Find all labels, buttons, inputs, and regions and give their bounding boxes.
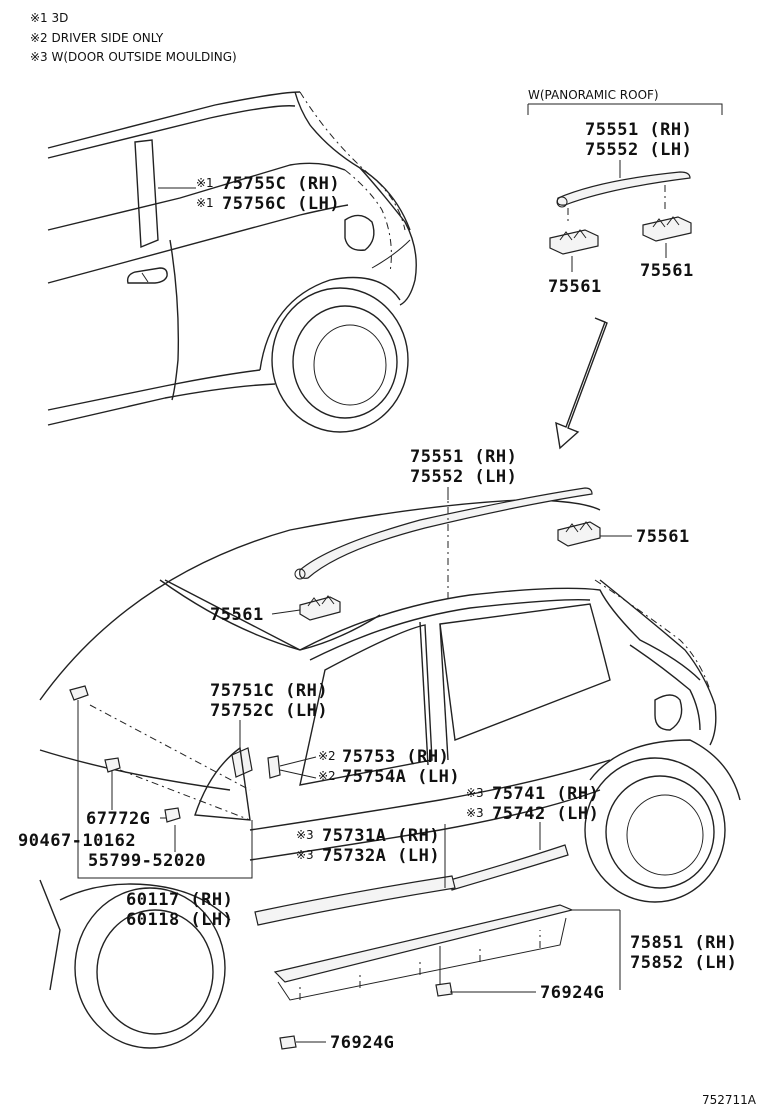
inset-part-75551: 75551 (RH) <box>585 120 692 140</box>
main-labels: 75551 (RH) 75552 (LH) 75561 75561 75751C… <box>18 447 737 1053</box>
part-60117: 60117 (RH) <box>126 890 233 910</box>
note-1: ※1 3D <box>30 11 68 25</box>
notes-block: ※1 3D ※2 DRIVER SIDE ONLY ※3 W(DOOR OUTS… <box>30 11 237 64</box>
part-75852: 75852 (LH) <box>630 953 737 973</box>
pillar-mark-lh: ※1 <box>196 196 214 210</box>
rear-door-mark-lh: ※3 <box>466 806 484 820</box>
note-3: ※3 W(DOOR OUTSIDE MOULDING) <box>30 50 237 64</box>
part-75751C: 75751C (RH) <box>210 681 328 701</box>
part-60118: 60118 (LH) <box>126 910 233 930</box>
part-55799-52020: 55799-52020 <box>88 851 206 871</box>
part-75851: 75851 (RH) <box>630 933 737 953</box>
front-door-mark-lh: ※3 <box>296 848 314 862</box>
panoramic-roof-label: W(PANORAMIC ROOF) <box>528 88 659 102</box>
top-car-illustration <box>47 91 417 433</box>
part-75561-rear: 75561 <box>636 527 690 547</box>
part-90467-10162: 90467-10162 <box>18 831 136 851</box>
part-75551-main: 75551 (RH) <box>410 447 517 467</box>
part-75561-front: 75561 <box>210 605 264 625</box>
part-75741: 75741 (RH) <box>492 784 599 804</box>
part-75756C: 75756C (LH) <box>222 194 340 214</box>
emblem-mark-lh: ※2 <box>318 769 336 783</box>
front-door-mark-rh: ※3 <box>296 828 314 842</box>
part-75753: 75753 (RH) <box>342 747 449 767</box>
part-75732A: 75732A (LH) <box>322 846 440 866</box>
part-75755C: 75755C (RH) <box>222 174 340 194</box>
part-75754A: 75754A (LH) <box>342 767 460 787</box>
part-75731A: 75731A (RH) <box>322 826 440 846</box>
arrow-icon <box>555 317 608 450</box>
main-leaders <box>77 487 632 1043</box>
part-76924G-a: 76924G <box>540 983 604 1003</box>
part-67772G: 67772G <box>86 809 150 829</box>
main-car-illustration <box>39 487 741 1050</box>
part-76924G-b: 76924G <box>330 1033 394 1053</box>
part-75742: 75742 (LH) <box>492 804 599 824</box>
inset-part-75552: 75552 (LH) <box>585 140 692 160</box>
part-75752C: 75752C (LH) <box>210 701 328 721</box>
figure-id: 752711A <box>702 1093 757 1107</box>
inset-part-75561-a: 75561 <box>548 277 602 297</box>
inset-part-75561-b: 75561 <box>640 261 694 281</box>
emblem-mark-rh: ※2 <box>318 749 336 763</box>
top-pillar-label: ※1 ※1 75755C (RH) 75756C (LH) <box>158 174 340 214</box>
panoramic-roof-inset: W(PANORAMIC ROOF) 75551 (RH) 75552 (LH) … <box>527 88 723 450</box>
part-75552-main: 75552 (LH) <box>410 467 517 487</box>
pillar-mark-rh: ※1 <box>196 176 214 190</box>
note-2: ※2 DRIVER SIDE ONLY <box>30 31 164 45</box>
rear-door-mark-rh: ※3 <box>466 786 484 800</box>
